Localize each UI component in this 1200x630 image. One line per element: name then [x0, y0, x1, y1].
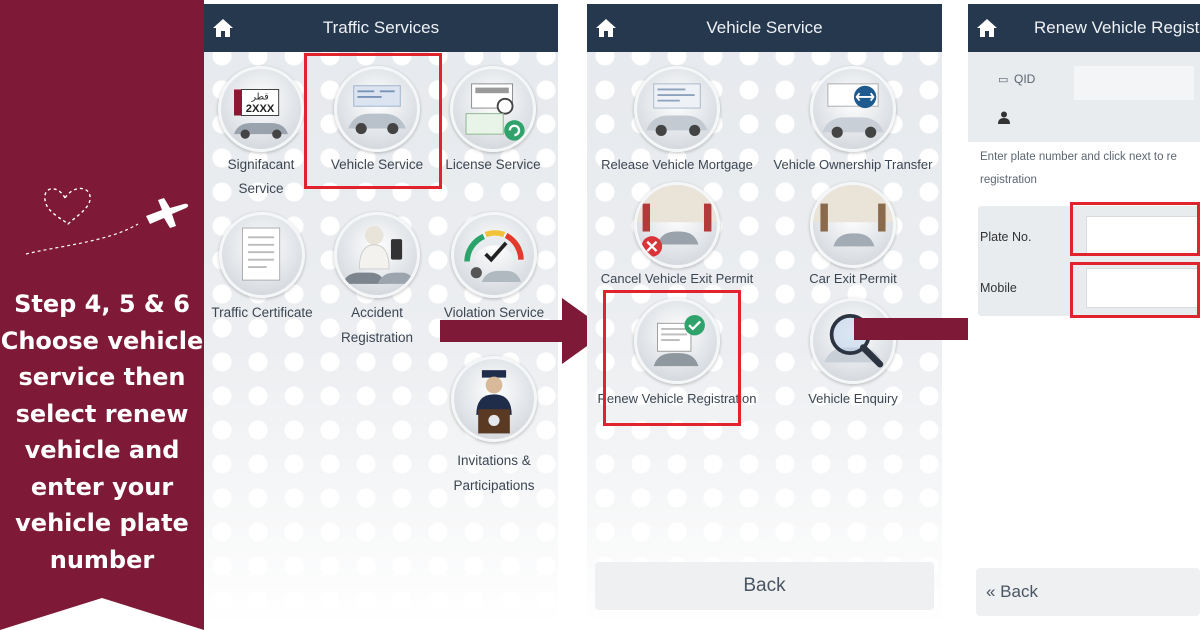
- app-header: Vehicle Service: [587, 4, 942, 52]
- tile-accident-registration[interactable]: Accident Registration: [322, 212, 432, 351]
- app-header: Renew Vehicle Regist: [968, 4, 1200, 52]
- person-icon: [998, 111, 1010, 124]
- svg-text:قطر: قطر: [250, 92, 268, 102]
- license-icon: [450, 66, 536, 152]
- tile-invitations-participations[interactable]: Invitations & Participations: [438, 356, 550, 499]
- renew-icon: [634, 298, 720, 384]
- vehicle-service-screen: Vehicle Service Release Vehicle Mortgage: [587, 4, 942, 626]
- plate-number-input[interactable]: [1086, 216, 1200, 256]
- mobile-input[interactable]: [1086, 268, 1200, 308]
- plate-no-label: Plate No.: [980, 230, 1032, 244]
- cancel-exit-icon: [634, 182, 720, 268]
- renew-registration-screen: Renew Vehicle Regist ▭ QID Enter plate n…: [968, 4, 1200, 626]
- traffic-services-screen: Traffic Services قطر 2XXX Signifacant Se…: [204, 4, 558, 626]
- qid-input[interactable]: [1074, 66, 1194, 100]
- mobile-label: Mobile: [980, 281, 1017, 295]
- highlight-renew-registration: [603, 290, 741, 426]
- accident-icon: [334, 212, 420, 298]
- app-header: Traffic Services: [204, 4, 558, 52]
- tile-license-service[interactable]: License Service: [438, 66, 548, 178]
- vehicle-service-icon: [334, 66, 420, 152]
- back-button[interactable]: « Back: [976, 568, 1200, 616]
- page-title: Traffic Services: [322, 18, 440, 37]
- tile-vehicle-service[interactable]: Vehicle Service: [322, 66, 432, 178]
- highlight-plate-input: [1070, 202, 1200, 256]
- qid-option[interactable]: ▭ QID: [998, 72, 1036, 86]
- page-title: Renew Vehicle Regist: [1034, 18, 1200, 37]
- back-button[interactable]: Back: [595, 562, 934, 610]
- tile-violation-service[interactable]: Violation Service: [438, 212, 550, 326]
- svg-text:2XXX: 2XXX: [246, 103, 275, 115]
- step-banner: [0, 0, 204, 630]
- tile-release-vehicle-mortgage[interactable]: Release Vehicle Mortgage: [591, 66, 763, 178]
- highlight-mobile-input: [1070, 262, 1200, 318]
- heart-plane-decoration: [25, 187, 189, 255]
- id-card-icon: ▭: [998, 73, 1009, 86]
- home-icon[interactable]: [595, 18, 617, 38]
- transfer-icon: [810, 66, 896, 152]
- person-option[interactable]: [968, 98, 1200, 136]
- speedometer-icon: [451, 212, 537, 298]
- arrow-right-icon: [440, 298, 608, 364]
- page-title: Vehicle Service: [706, 18, 823, 37]
- tile-renew-vehicle-registration[interactable]: Renew Vehicle Registration: [591, 298, 763, 412]
- tile-traffic-certificate[interactable]: Traffic Certificate: [206, 212, 318, 326]
- home-icon[interactable]: [976, 18, 998, 38]
- officer-icon: [451, 356, 537, 442]
- home-icon[interactable]: [212, 18, 234, 38]
- tile-significant-service[interactable]: قطر 2XXX Signifacant Service: [206, 66, 316, 202]
- plate-car-icon: قطر 2XXX: [218, 66, 304, 152]
- highlight-vehicle-service: [304, 53, 442, 189]
- certificate-icon: [219, 212, 305, 298]
- tile-car-exit-permit[interactable]: Car Exit Permit: [767, 182, 939, 292]
- mortgage-icon: [634, 66, 720, 152]
- tile-cancel-vehicle-exit-permit[interactable]: Cancel Vehicle Exit Permit: [591, 182, 763, 292]
- tile-vehicle-ownership-transfer[interactable]: Vehicle Ownership Transfer: [767, 66, 939, 178]
- exit-permit-icon: [810, 182, 896, 268]
- instruction-text: Enter plate number and click next to re …: [980, 151, 1177, 186]
- step-instructions: Step 4, 5 & 6 Choose vehicle service the…: [0, 290, 204, 574]
